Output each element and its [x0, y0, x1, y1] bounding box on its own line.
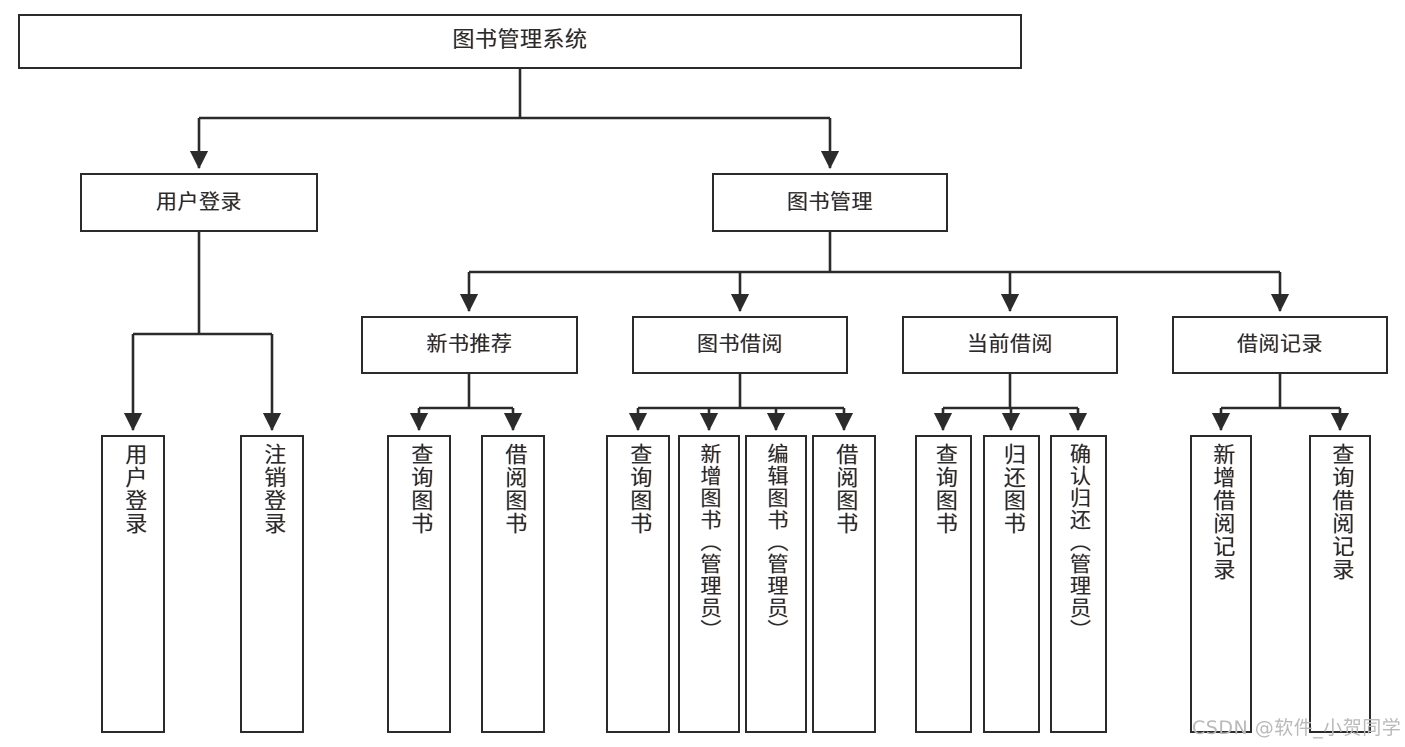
node-book-borrow-label: 图书借阅	[697, 332, 783, 357]
node-leaf-query-record-label: 查询借阅记录	[1328, 443, 1354, 581]
node-borrow-record[interactable]: 借阅记录	[1172, 316, 1388, 374]
node-leaf-borrow-book-label: 借阅图书	[832, 443, 858, 535]
node-new-book-rec[interactable]: 新书推荐	[361, 316, 578, 374]
node-leaf-borrow-book[interactable]: 借阅图书	[812, 435, 876, 733]
node-user-login[interactable]: 用户登录	[80, 173, 318, 232]
node-new-book-rec-label: 新书推荐	[426, 332, 513, 357]
node-root-label: 图书管理系统	[452, 28, 588, 54]
node-leaf-confirm-return[interactable]: 确认归还（管理员）	[1050, 435, 1107, 733]
node-leaf-add-book-label: 新增图书（管理员）	[697, 443, 722, 641]
node-leaf-query-book-current-label: 查询图书	[931, 443, 957, 535]
node-leaf-user-login-label: 用户登录	[121, 443, 147, 535]
node-leaf-borrow-book-rec[interactable]: 借阅图书	[481, 435, 545, 733]
node-leaf-add-record[interactable]: 新增借阅记录	[1190, 435, 1252, 733]
node-book-borrow[interactable]: 图书借阅	[632, 316, 848, 374]
node-leaf-add-book[interactable]: 新增图书（管理员）	[678, 435, 740, 733]
csdn-watermark: CSDN @软件_小贺同学	[1192, 717, 1402, 739]
node-leaf-edit-book[interactable]: 编辑图书（管理员）	[745, 435, 807, 733]
node-leaf-edit-book-label: 编辑图书（管理员）	[764, 443, 789, 641]
node-leaf-add-record-label: 新增借阅记录	[1209, 443, 1235, 581]
node-borrow-record-label: 借阅记录	[1237, 332, 1323, 357]
node-leaf-logout[interactable]: 注销登录	[240, 435, 304, 733]
node-user-login-label: 用户登录	[156, 189, 242, 214]
node-leaf-confirm-return-label: 确认归还（管理员）	[1067, 443, 1092, 641]
node-leaf-logout-label: 注销登录	[260, 443, 286, 535]
node-leaf-query-book-borrow-label: 查询图书	[626, 443, 652, 535]
node-leaf-return-book-label: 归还图书	[999, 443, 1025, 535]
node-leaf-query-book-current[interactable]: 查询图书	[915, 435, 972, 733]
node-leaf-query-record[interactable]: 查询借阅记录	[1309, 435, 1371, 733]
node-leaf-query-book-rec-label: 查询图书	[407, 443, 433, 535]
node-book-manage[interactable]: 图书管理	[712, 173, 948, 232]
node-root[interactable]: 图书管理系统	[18, 14, 1022, 69]
node-current-borrow-label: 当前借阅	[967, 332, 1053, 357]
node-book-manage-label: 图书管理	[787, 189, 873, 214]
node-leaf-query-book-borrow[interactable]: 查询图书	[606, 435, 670, 733]
node-leaf-borrow-book-rec-label: 借阅图书	[501, 443, 527, 535]
node-leaf-return-book[interactable]: 归还图书	[983, 435, 1040, 733]
node-current-borrow[interactable]: 当前借阅	[902, 316, 1118, 374]
node-leaf-query-book-rec[interactable]: 查询图书	[387, 435, 451, 733]
node-leaf-user-login[interactable]: 用户登录	[101, 435, 165, 733]
